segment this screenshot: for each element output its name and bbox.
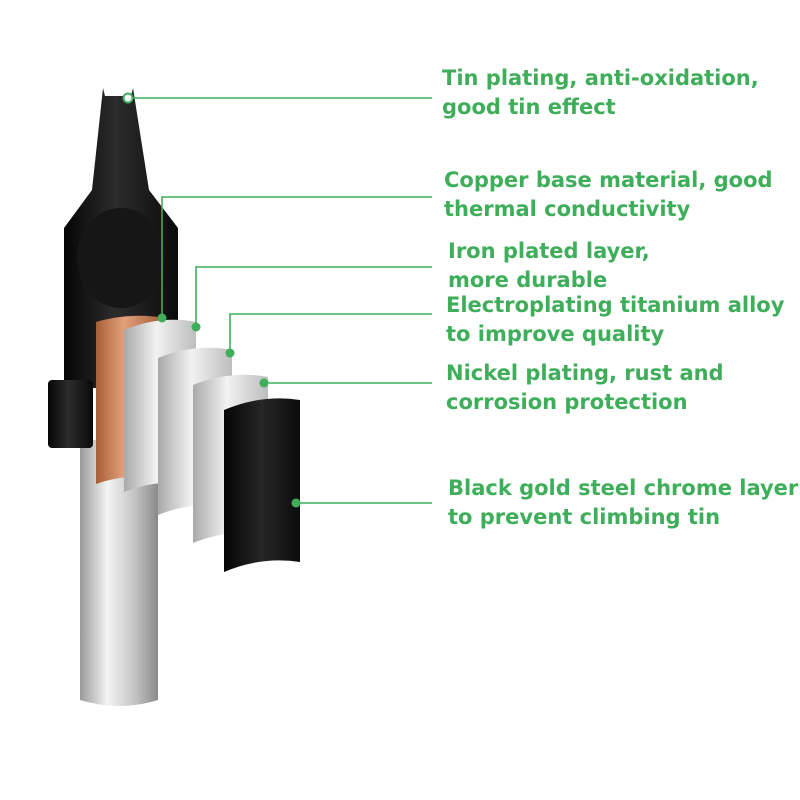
anchor-dot-tin [124, 94, 133, 103]
anchor-dot-iron [192, 323, 201, 332]
label-iron-plated: Iron plated layer, more durable [448, 237, 650, 295]
label-chrome-line-1: Black gold steel chrome layer [448, 474, 798, 503]
label-nickel-line-2: corrosion protection [446, 388, 724, 417]
anchor-dot-chrome [292, 499, 301, 508]
label-tin-plating: Tin plating, anti-oxidation, good tin ef… [442, 64, 759, 122]
leader-line-titanium [230, 314, 432, 352]
label-copper-line-2: thermal conductivity [444, 195, 773, 224]
label-titanium-line-2: to improve quality [446, 320, 784, 349]
label-nickel-plating: Nickel plating, rust and corrosion prote… [446, 359, 724, 417]
anchor-dot-nickel [260, 379, 269, 388]
label-nickel-line-1: Nickel plating, rust and [446, 359, 724, 388]
label-tin-line-2: good tin effect [442, 93, 759, 122]
anchor-dot-titanium [226, 349, 235, 358]
leader-line-copper [162, 197, 432, 318]
label-titanium-line-1: Electroplating titanium alloy [446, 291, 784, 320]
chrome-layer [224, 398, 300, 572]
label-titanium-alloy: Electroplating titanium alloy to improve… [446, 291, 784, 349]
anchor-dot-copper [158, 314, 167, 323]
label-copper-line-1: Copper base material, good [444, 166, 773, 195]
label-chrome-layer: Black gold steel chrome layer to prevent… [448, 474, 798, 532]
label-iron-line-1: Iron plated layer, [448, 237, 650, 266]
label-copper-base: Copper base material, good thermal condu… [444, 166, 773, 224]
label-chrome-line-2: to prevent climbing tin [448, 503, 798, 532]
label-tin-line-1: Tin plating, anti-oxidation, [442, 64, 759, 93]
leader-line-iron [196, 267, 432, 326]
